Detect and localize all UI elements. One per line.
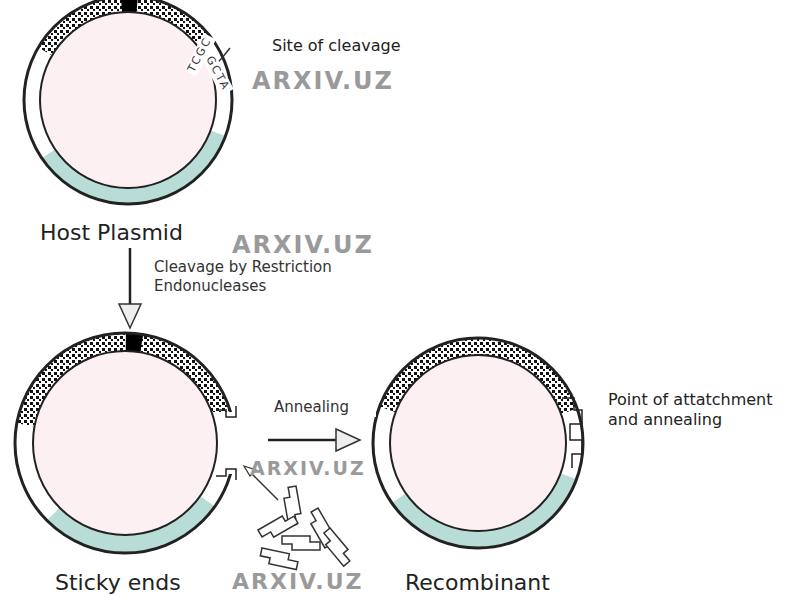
plasmid-node: Recombinant [362, 330, 602, 596]
edge-label: Annealing [272, 398, 376, 417]
callout-label: Site of cleavage [272, 36, 400, 56]
watermark: ARXIV.UZ [250, 456, 366, 480]
watermark: ARXIV.UZ [232, 568, 363, 596]
plasmid-label: Host Plasmid [40, 220, 258, 246]
plasmid-node: Host Plasmid [20, 0, 258, 246]
arrow-head [336, 429, 360, 451]
edge-label: Cleavage by Restriction Endonucleases [152, 258, 386, 296]
watermark: ARXIV.UZ [232, 230, 374, 260]
dna-fragments [244, 466, 354, 570]
plasmid-node: Sticky ends [12, 330, 266, 596]
callout-label: Point of attatchment and annealing [608, 390, 786, 430]
host-plasmid-ring [24, 0, 232, 204]
arrow-shaft [268, 439, 336, 442]
arrow-head [119, 304, 141, 328]
recombinant-plasmid-ring [373, 338, 583, 548]
watermark: ARXIV.UZ [252, 66, 394, 96]
process-arrow [119, 248, 141, 328]
plasmid-label: Recombinant [405, 570, 602, 596]
arrow-shaft [129, 248, 132, 304]
process-arrow [268, 429, 360, 451]
cut-plasmid-ring [15, 333, 248, 553]
